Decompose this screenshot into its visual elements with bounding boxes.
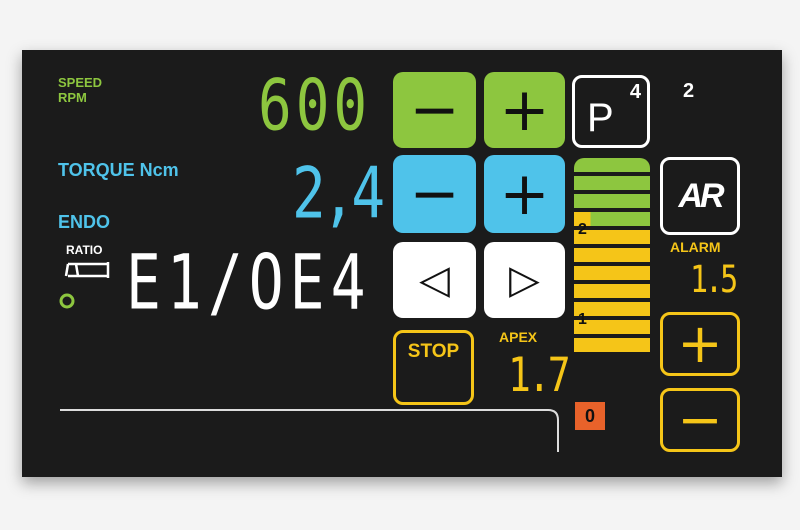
auto-reverse-label: AR: [678, 176, 724, 215]
apex-bar-row: [574, 248, 650, 262]
apex-marker-0: 0: [575, 402, 605, 430]
apex-bar-row: [574, 320, 650, 334]
torque-plus-button[interactable]: +: [484, 155, 565, 233]
alarm-plus-button[interactable]: +: [660, 312, 740, 376]
ratio-value: E1/OE4: [126, 238, 372, 327]
minus-icon: −: [409, 75, 460, 145]
alarm-minus-button[interactable]: −: [660, 388, 740, 452]
apex-bar-row: [574, 338, 650, 352]
stop-button[interactable]: STOP: [393, 330, 474, 405]
apex-bar-row: [574, 284, 650, 298]
plus-icon: +: [677, 312, 723, 375]
torque-value: 2,4: [292, 153, 385, 235]
apex-value: 1.7: [508, 347, 571, 403]
arrow-left-icon: ◁: [419, 257, 450, 303]
apex-marker-1: 1: [578, 311, 587, 328]
alarm-label: ALARM: [670, 239, 721, 255]
ratio-prev-button[interactable]: ◁: [393, 242, 476, 318]
status-circle-icon: [59, 293, 75, 309]
apex-bar-row: [574, 158, 650, 172]
minus-icon: −: [409, 159, 460, 229]
speed-minus-button[interactable]: −: [393, 72, 476, 148]
apex-bar-row: [574, 176, 650, 190]
speed-label-line2: RPM: [58, 90, 87, 105]
program-button[interactable]: P 4: [572, 75, 650, 148]
apex-bar-row: [574, 266, 650, 280]
apex-bar-row: [574, 302, 650, 316]
plus-icon: +: [499, 75, 550, 145]
speed-label: SPEED RPM: [58, 75, 102, 105]
program-letter: P: [587, 96, 614, 140]
memory-number: 2: [683, 80, 695, 102]
ratio-next-button[interactable]: ▷: [484, 242, 565, 318]
program-number: 4: [629, 81, 641, 103]
speed-value: 600: [258, 65, 372, 147]
minus-icon: −: [677, 388, 723, 451]
plus-icon: +: [499, 159, 550, 229]
speed-label-line1: SPEED: [58, 75, 103, 90]
handpiece-icon: [64, 262, 110, 278]
apex-bar-row: [574, 230, 650, 244]
auto-reverse-button[interactable]: AR: [660, 157, 740, 235]
arrow-right-icon: ▷: [509, 257, 540, 303]
alarm-value: 1.5: [690, 258, 738, 302]
torque-label: TORQUE Ncm: [58, 160, 179, 180]
apex-bar-row: [574, 212, 650, 226]
divider-line: [60, 409, 559, 452]
apex-bar-row: [574, 194, 650, 208]
device-screen: SPEED RPM 600 − + P 4 2 TORQUE Ncm 2,4 −…: [22, 50, 782, 477]
apex-marker-2: 2: [578, 221, 587, 238]
endo-label: ENDO: [58, 212, 111, 232]
speed-plus-button[interactable]: +: [484, 72, 565, 148]
ratio-label: RATIO: [66, 243, 103, 257]
torque-minus-button[interactable]: −: [393, 155, 476, 233]
apex-label: APEX: [499, 329, 538, 345]
stop-label: STOP: [407, 341, 460, 362]
